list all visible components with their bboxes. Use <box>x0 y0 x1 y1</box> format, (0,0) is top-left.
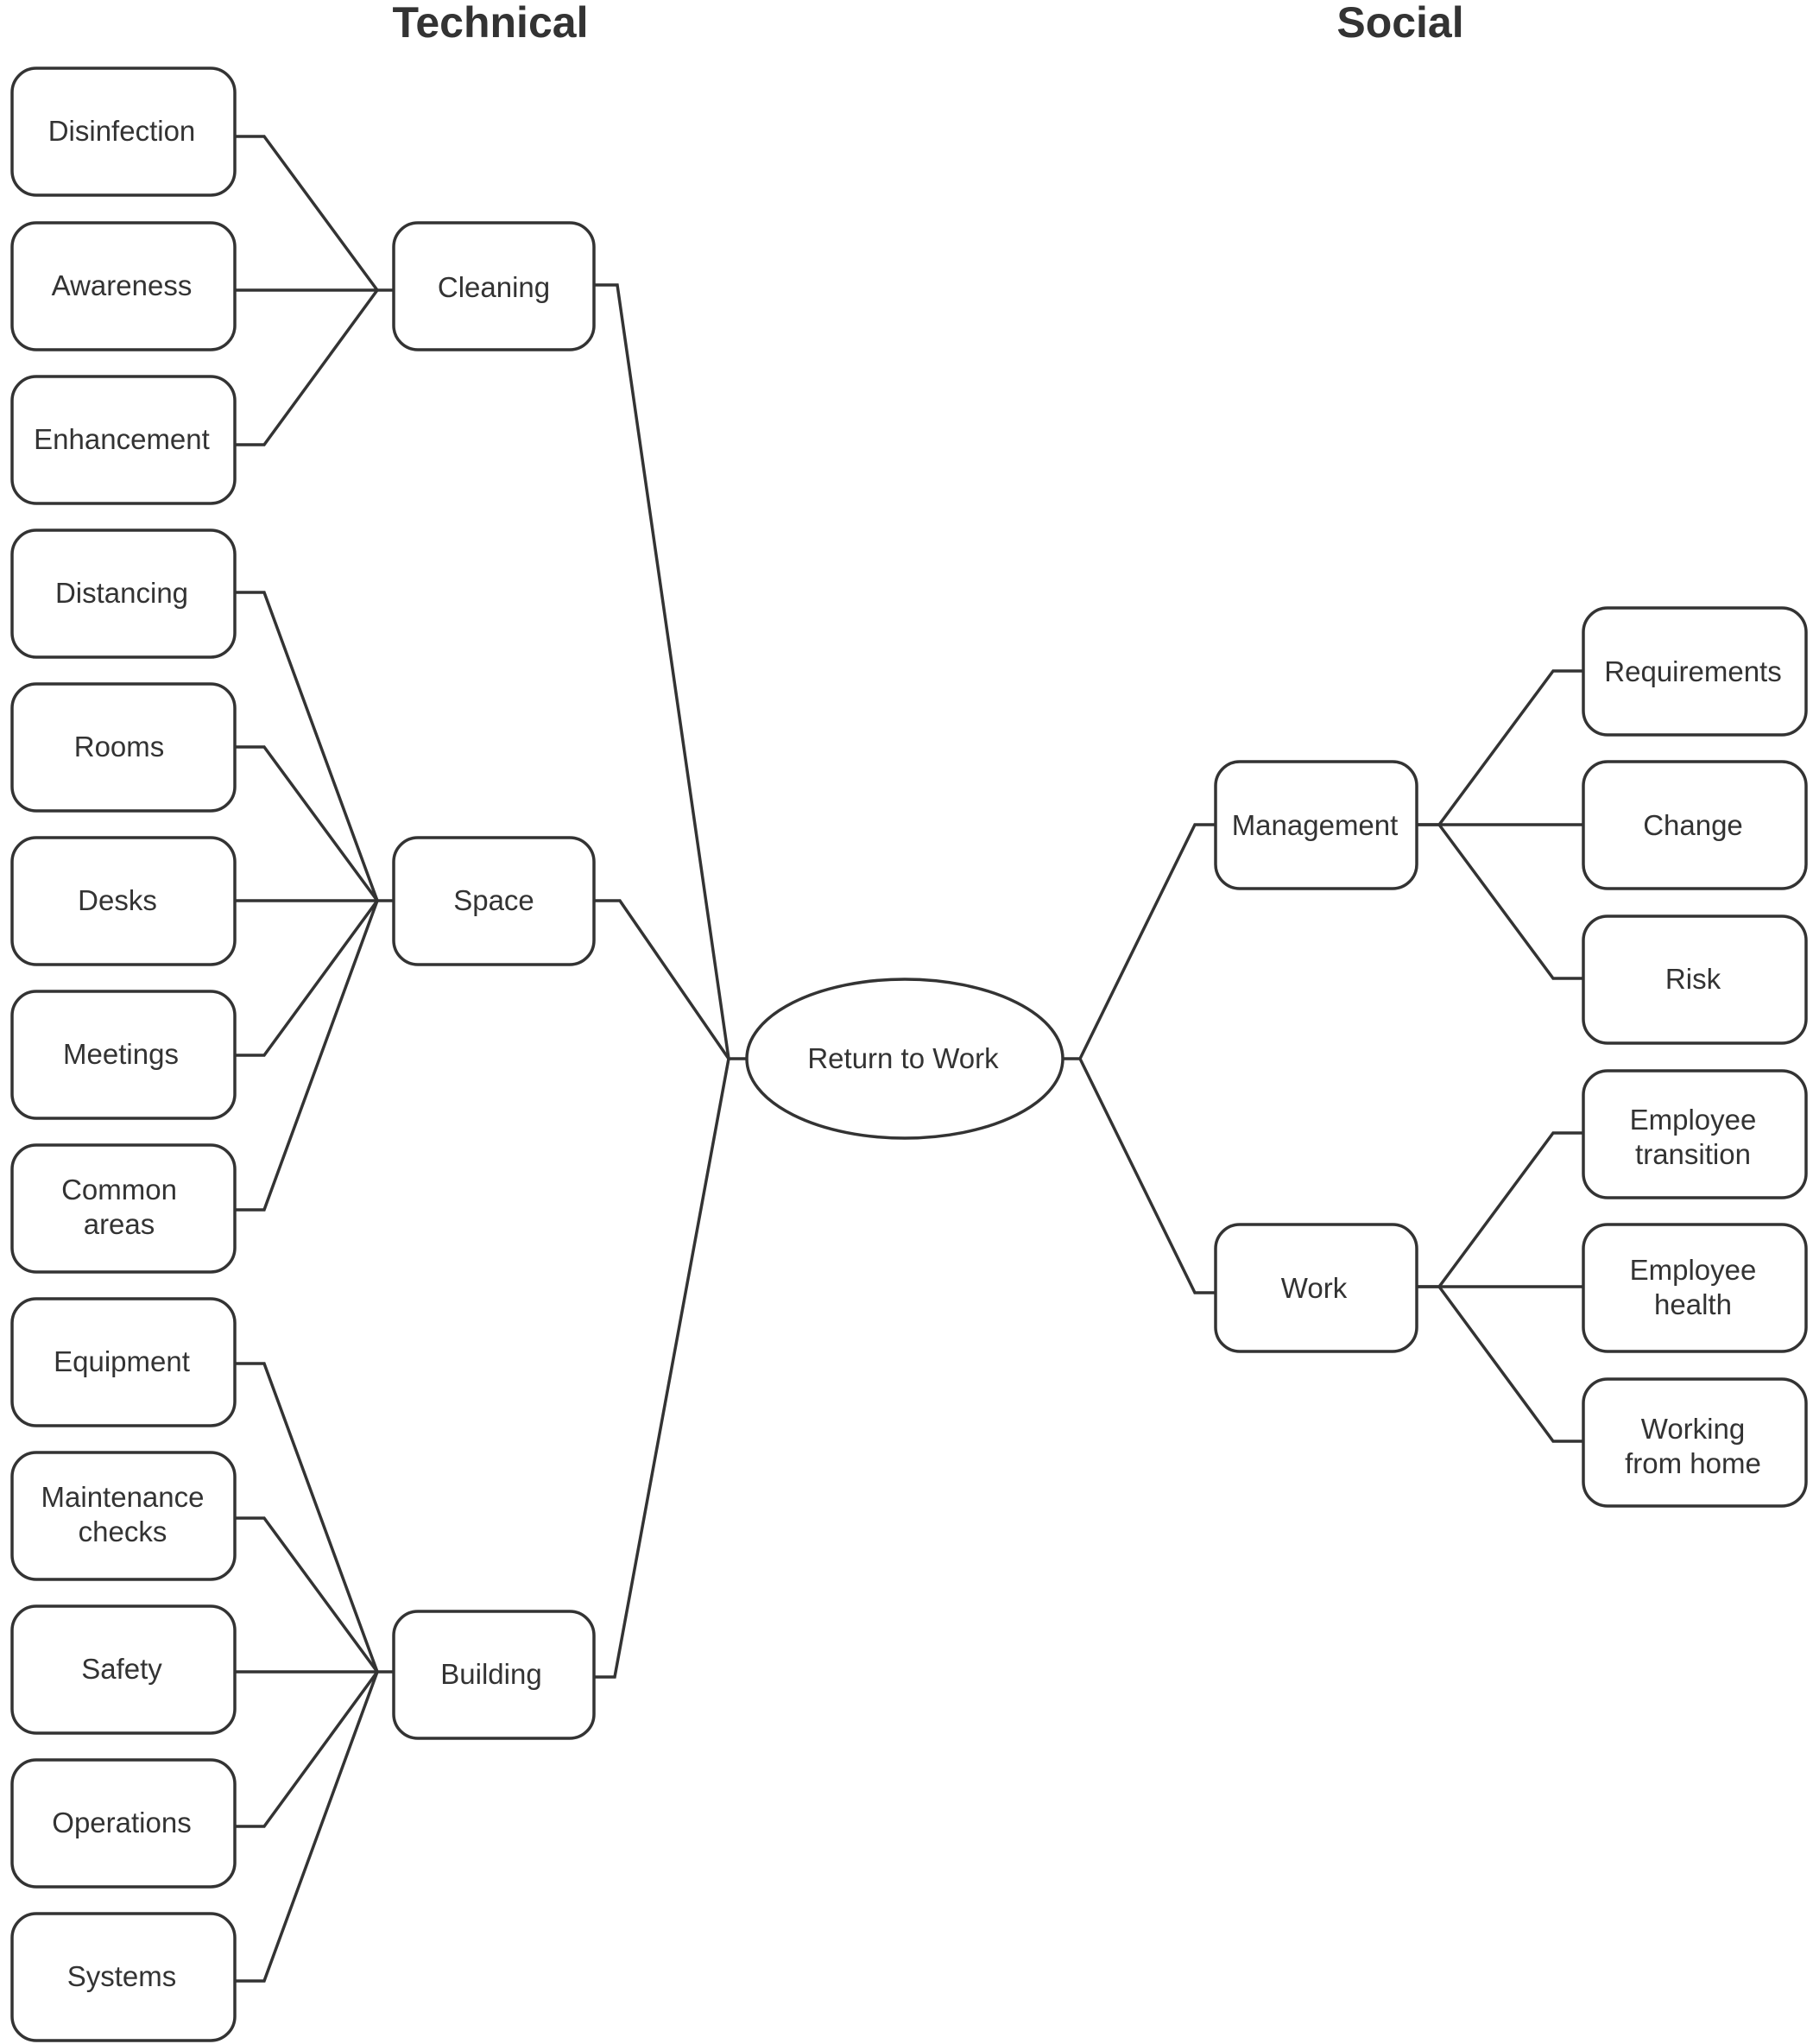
node-building: Building <box>392 1610 596 1740</box>
node-label-line: health <box>1654 1288 1732 1320</box>
node-label: Systems <box>67 1960 177 1992</box>
node-label: Change <box>1643 809 1743 841</box>
node-label: Distancing <box>55 577 188 609</box>
node-desks: Desks <box>10 836 237 966</box>
connector-building-root <box>594 1058 730 1679</box>
node-label: Safety <box>81 1653 162 1685</box>
node-label-line: from home <box>1625 1447 1761 1479</box>
node-label: Building <box>440 1658 541 1690</box>
node-enhancement: Enhancement <box>10 375 237 505</box>
node-label-line: Working <box>1641 1413 1745 1445</box>
node-label-line: areas <box>84 1208 155 1240</box>
node-label-line: checks <box>79 1516 167 1547</box>
node-risk: Risk <box>1582 914 1808 1045</box>
node-label: Operations <box>52 1807 191 1838</box>
node-label-line: Common <box>61 1174 177 1206</box>
node-change: Change <box>1582 760 1808 890</box>
connector-root-management <box>1064 823 1216 1060</box>
connector-maintenance-building <box>235 1516 379 1674</box>
connector-systems-building <box>235 1671 379 1983</box>
node-space: Space <box>392 836 596 966</box>
heading-technical: Technical <box>393 0 589 47</box>
node-label: Disinfection <box>48 115 196 147</box>
node-label: Work <box>1281 1272 1348 1304</box>
node-return-to-work: Return to Work <box>745 978 1064 1140</box>
node-awareness: Awareness <box>10 221 237 351</box>
node-requirements: Requirements <box>1582 606 1808 737</box>
connector-enhancement-cleaning <box>235 288 379 446</box>
node-label: Meetings <box>63 1038 179 1070</box>
node-safety: Safety <box>10 1604 237 1735</box>
node-label-line: transition <box>1635 1138 1751 1170</box>
root-label: Return to Work <box>807 1042 999 1074</box>
node-label: Equipment <box>54 1345 190 1377</box>
node-label-line: Employee <box>1630 1254 1757 1286</box>
node-label: Desks <box>78 884 157 916</box>
node-cleaning: Cleaning <box>392 221 596 351</box>
connector-common-areas-space <box>235 900 379 1212</box>
node-distancing: Distancing <box>10 528 237 659</box>
connector-operations-building <box>235 1670 379 1828</box>
node-label: Requirements <box>1604 655 1781 687</box>
node-label: Rooms <box>74 731 165 763</box>
node-equipment: Equipment <box>10 1297 237 1427</box>
node-work: Work <box>1214 1223 1418 1353</box>
connector-distancing-space <box>235 591 379 902</box>
node-disinfection: Disinfection <box>10 66 237 197</box>
connector-work-employee-transition <box>1417 1131 1583 1288</box>
node-label: Space <box>453 884 534 916</box>
node-meetings: Meetings <box>10 990 237 1120</box>
connector-root-work <box>1078 1058 1216 1294</box>
connector-cleaning-root <box>594 283 747 1060</box>
connector-disinfection-cleaning <box>235 135 379 292</box>
node-label: Management <box>1232 809 1399 841</box>
node-label-line: Employee <box>1630 1104 1757 1136</box>
node-label: Cleaning <box>438 271 550 303</box>
node-label: Enhancement <box>34 423 210 455</box>
connector-equipment-building <box>235 1362 379 1673</box>
node-label: Awareness <box>52 269 193 301</box>
connector-management-risk <box>1437 823 1583 980</box>
connector-rooms-space <box>235 745 379 902</box>
heading-social: Social <box>1336 0 1463 47</box>
node-operations: Operations <box>10 1758 237 1889</box>
node-management: Management <box>1214 760 1418 890</box>
connector-work-working-from-home <box>1437 1285 1583 1443</box>
node-rooms: Rooms <box>10 682 237 813</box>
node-label: Risk <box>1665 963 1721 995</box>
connector-management-requirements <box>1417 669 1583 826</box>
node-label-line: Maintenance <box>41 1481 205 1513</box>
connector-space-root <box>594 899 730 1060</box>
connector-meetings-space <box>235 899 379 1057</box>
node-systems: Systems <box>10 1912 237 2042</box>
